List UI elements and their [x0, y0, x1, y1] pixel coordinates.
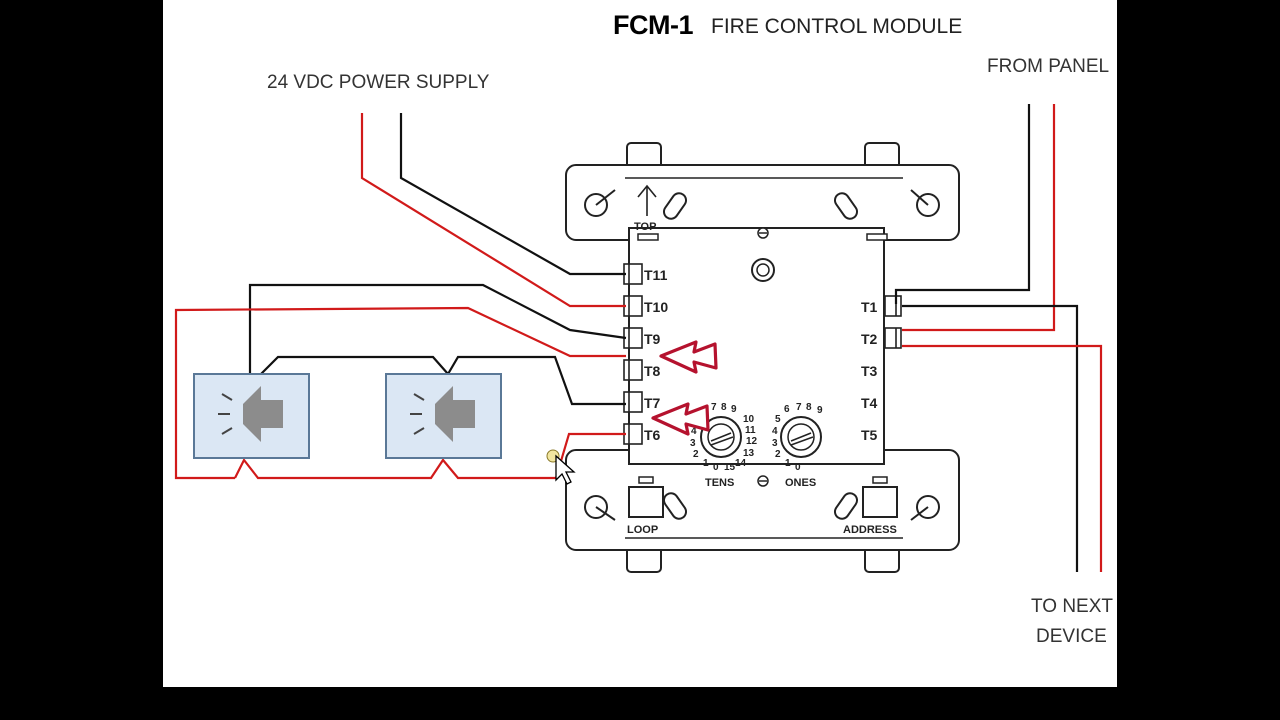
to-next-label-line1: TO NEXT: [1031, 596, 1113, 617]
svg-text:1: 1: [703, 458, 709, 469]
highlight-arrow-icon: [651, 402, 710, 436]
svg-text:6: 6: [784, 404, 790, 415]
svg-text:7: 7: [711, 402, 717, 413]
panel-wires: [894, 104, 1103, 572]
power-supply-label: 24 VDC POWER SUPPLY: [267, 72, 490, 93]
svg-text:3: 3: [690, 438, 696, 449]
diagram-slide: FCM-1 FIRE CONTROL MODULE 24 VDC POWER S…: [163, 0, 1117, 687]
from-panel-label: FROM PANEL: [987, 56, 1110, 77]
tens-label: TENS: [705, 477, 734, 489]
right-terminal-strip: [884, 295, 902, 349]
svg-text:10: 10: [743, 414, 755, 425]
speaker-1: [193, 373, 310, 459]
speaker-2: [385, 373, 502, 459]
wiring-diagram: TOP LOOP ADDRESS 7 8 9 10 11 12 13: [174, 104, 1103, 573]
svg-text:0: 0: [713, 462, 719, 473]
svg-text:7: 7: [796, 402, 802, 413]
terminal-t7: T7: [644, 395, 661, 411]
svg-text:15: 15: [724, 462, 736, 473]
title-description: FIRE CONTROL MODULE: [711, 15, 963, 38]
nac-wires: [174, 283, 627, 480]
svg-text:2: 2: [775, 449, 781, 460]
svg-text:4: 4: [691, 426, 697, 437]
highlight-arrow-icon: [659, 340, 718, 374]
power-supply-wires: [360, 113, 626, 308]
svg-text:5: 5: [775, 414, 781, 425]
svg-text:12: 12: [746, 436, 758, 447]
svg-text:0: 0: [795, 462, 801, 473]
terminal-t2: T2: [861, 331, 878, 347]
to-next-label-line2: DEVICE: [1036, 626, 1107, 647]
terminal-t6: T6: [644, 427, 661, 443]
address-label: ADDRESS: [843, 524, 897, 536]
ones-label: ONES: [785, 477, 816, 489]
loop-label: LOOP: [627, 524, 658, 536]
speaker-icon: [218, 386, 283, 442]
top-label: TOP: [634, 221, 656, 233]
mouse-cursor-icon: [546, 449, 576, 485]
svg-text:2: 2: [693, 449, 699, 460]
svg-text:14: 14: [735, 458, 747, 469]
svg-text:8: 8: [721, 402, 727, 413]
terminal-t4: T4: [861, 395, 878, 411]
svg-text:9: 9: [817, 405, 823, 416]
svg-text:11: 11: [745, 425, 756, 436]
terminal-t5: T5: [861, 427, 878, 443]
svg-text:1: 1: [785, 458, 791, 469]
title-model: FCM-1: [613, 10, 694, 40]
terminal-t1: T1: [861, 299, 878, 315]
top-arrow-icon: [637, 184, 657, 216]
svg-text:3: 3: [772, 438, 778, 449]
terminal-t10: T10: [644, 299, 668, 315]
ones-dial: 6 7 8 9 5 4 3 2 1 0: [772, 402, 823, 473]
left-terminal-strip: [623, 263, 643, 445]
keyhole-slots: [584, 189, 940, 521]
svg-text:13: 13: [743, 448, 755, 459]
terminal-t3: T3: [861, 363, 878, 379]
speaker-icon: [410, 386, 475, 442]
terminal-t8: T8: [644, 363, 661, 379]
terminal-t11: T11: [644, 267, 668, 283]
svg-text:9: 9: [731, 404, 737, 415]
terminal-t9: T9: [644, 331, 661, 347]
svg-text:8: 8: [806, 402, 812, 413]
svg-text:4: 4: [772, 426, 778, 437]
